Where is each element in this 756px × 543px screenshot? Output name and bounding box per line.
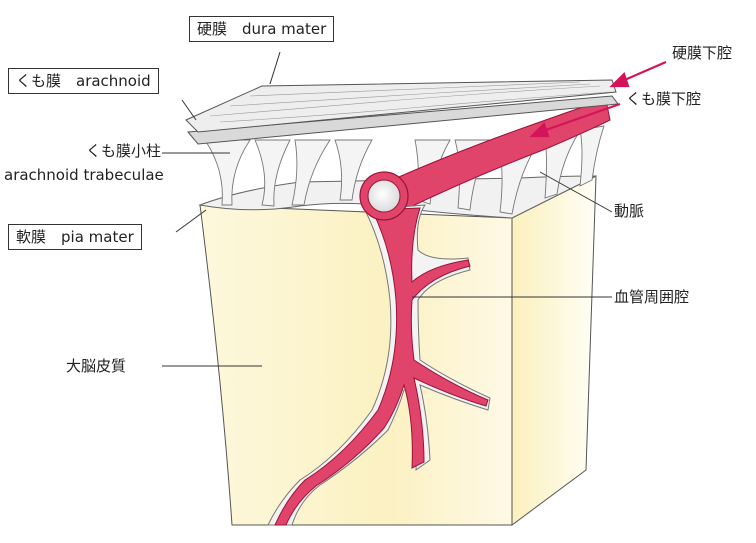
pia-mater-label: 軟膜 pia mater bbox=[8, 224, 142, 250]
trabeculae-en-label: arachnoid trabeculae bbox=[4, 166, 164, 184]
cortex-front-face bbox=[200, 205, 512, 525]
vessel-lumen bbox=[368, 180, 400, 212]
cortex-side-face bbox=[512, 176, 596, 525]
perivascular-space-label: 血管周囲腔 bbox=[614, 288, 689, 306]
dura-mater-label: 硬膜 dura mater bbox=[189, 16, 334, 42]
cerebral-cortex-label: 大脳皮質 bbox=[66, 357, 126, 375]
subarachnoid-space-label: くも膜下腔 bbox=[626, 90, 701, 108]
arachnoid-label: くも膜 arachnoid bbox=[8, 68, 159, 94]
artery-label: 動脈 bbox=[614, 202, 644, 220]
subdural-space-label: 硬膜下腔 bbox=[672, 44, 732, 62]
trabeculae-jp-label: くも膜小柱 bbox=[86, 142, 158, 160]
